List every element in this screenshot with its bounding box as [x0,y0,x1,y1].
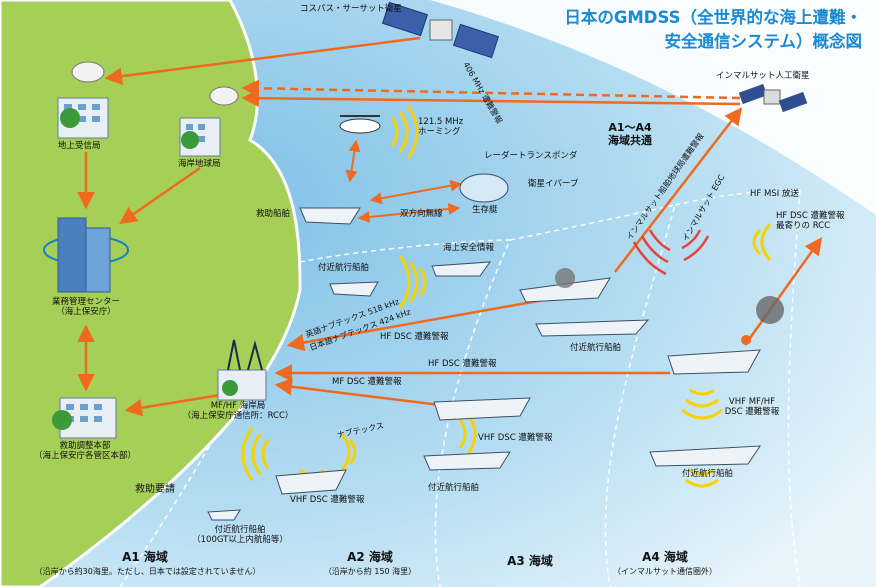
zone-a1-note: （沿岸から約30海里。ただし、日本では設定されていません） [34,567,261,576]
zone-a1-name: A1 海域 [122,550,168,564]
rescue-request-label: 救助要請 [135,484,175,495]
mission-center-name: 業務管理センター [51,297,120,307]
mfhf-station-label: MF/HF 海岸局 （海上保安庁通信所：RCC） [178,401,298,422]
title-line-1: 日本のGMDSS（全世界的な海上遭難・ [564,8,862,27]
cospas-label: コスパス・サーサット衛星 [300,4,402,14]
hf-dsc-alert-label-1: HF DSC 遭難警報 [380,332,449,342]
small-ship-icon [207,509,241,521]
nearby-ship-label-4: 付近航行船舶 [682,469,734,479]
arrow-inmarsat-to-coast [241,89,741,107]
coast-earth-station-label: 海岸地球局 [178,159,221,169]
distress-ship-icon-4 [275,469,347,495]
sky-area [430,0,876,215]
zone-a4-note: （インマルサット通信圏外） [613,567,717,576]
arrow-mf-dsc [274,378,441,407]
distress-ship-icon-3 [433,397,531,421]
rescue-ship [299,207,361,225]
nearby-ship-label-1: 付近航行船舶 [318,263,370,273]
hf-dsc-nearest-rcc: 最寄りの RCC [776,220,831,231]
radio-waves [241,105,772,489]
helicopter-freq-value: 121.5 MHz [418,117,464,127]
zone-boundary-a1 [119,259,301,587]
nearby-small-ship-sub: （100GT以上内航船等） [192,534,288,545]
land-area [0,0,302,587]
mfhf-station [217,339,267,401]
arrow-ship-lifeboat [369,179,463,205]
inmarsat-label: インマルサット人工衛星 [716,71,810,81]
inmarsat-waves [632,229,710,276]
diagram-title: 日本のGMDSS（全世界的な海上遭難・ 安全通信システム）概念図 [564,6,862,54]
maritime-safety-info-label: 海上安全情報 [443,243,495,253]
radar-transponder-label: レーダートランスポンダ [484,151,578,161]
a1a4-common-label: A1～A4 海域共通 [600,121,660,147]
helicopter-freq-label: 121.5 MHz ホーミング [418,117,464,138]
a1a4-range: A1～A4 [608,121,652,134]
zone-a2-name: A2 海域 [347,550,393,564]
arrow-hf-dsc-nearest [743,237,823,346]
smoke-icon-1 [555,268,575,288]
safety-info-ship-icon [431,261,492,277]
lifeboat-label: 生存艇 [472,205,498,215]
coast-earth-station-building [179,86,239,157]
nearby-ship-icon-1 [329,281,379,297]
vhf-mfhf-dsc: DSC 遭難警報 [724,406,780,417]
arrow-inmarsat-dashed-1 [241,79,741,100]
helicopter-homing: ホーミング [418,126,461,137]
hf-msi-label: HF MSI 放送 [750,189,799,199]
mission-center-building [43,217,129,293]
distress-ship-icon-2 [667,349,761,375]
ground-station-building [57,61,109,139]
mission-center-label: 業務管理センター （海上保安庁） [44,297,128,318]
zone-a2-note: （沿岸から約 150 海里） [323,567,417,576]
nearby-ship-icon-2 [535,319,650,337]
arrow-bidirectional [357,203,461,223]
arrow-station-to-rescue [124,393,221,417]
arrow-heli-ship [345,139,361,183]
nearby-ship-label-3: 付近航行船舶 [428,483,480,493]
rescue-ship-label: 救助船舶 [256,209,291,219]
mfhf-station-sub: （海上保安庁通信所：RCC） [182,410,294,421]
distress-ship-icon-1 [519,277,611,303]
hf-dsc-nearest-label: HF DSC 遭難警報 最寄りの RCC [776,211,845,232]
nearby-small-ship-name: 付近航行船舶 [214,525,266,535]
nearby-ship-icon-4 [649,445,761,467]
zone-a4-name: A4 海域 [642,550,688,564]
vhf-dsc-alert-label-2: VHF DSC 遭難警報 [290,495,365,505]
vhf-dsc-alert-label-1: VHF DSC 遭難警報 [478,433,553,443]
lifeboat-icon [459,173,509,203]
a1a4-common: 海域共通 [608,133,652,147]
nearby-small-ship-label: 付近航行船舶 （100GT以上内航船等） [190,525,290,546]
mf-dsc-alert-label: MF DSC 遭難警報 [332,377,402,387]
title-line-2: 安全通信システム）概念図 [664,32,862,51]
rescue-hq-sub: （海上保安庁各管区本部） [33,450,136,461]
arrow-coast-to-center [119,166,201,224]
mission-center-sub: （海上保安庁） [56,306,116,317]
hf-dsc-nearest-alert: HF DSC 遭難警報 [776,211,845,221]
arrow-cospas-to-ground [104,36,421,85]
ground-station-label: 地上受信局 [58,141,101,151]
cospas-satellite [381,1,500,59]
bidirectional-radio-label: 双方向無線 [400,209,443,219]
inmarsat-satellite [738,83,808,113]
rescue-hq-label: 救助調整本部 （海上保安庁各管区本部） [30,441,140,462]
zone-boundary-a3 [509,203,677,587]
helicopter [339,115,381,134]
hf-dsc-alert-label-2: HF DSC 遭難警報 [428,359,497,369]
fire-icon [741,335,751,345]
nearby-ship-label-2: 付近航行船舶 [570,343,622,353]
satellite-epirb-label: 衛星イパーブ [528,179,579,189]
zone-boundary-a2 [299,239,512,587]
rescue-hq-building [52,397,117,439]
zone-a3-name: A3 海域 [507,554,553,568]
mfhf-station-name: MF/HF 海岸局 [210,401,266,411]
smoke-icon-2 [756,296,784,324]
vhf-mfhf-bands: VHF MF/HF [728,397,776,407]
nearby-ship-icon-3 [423,451,511,471]
vhf-mfhf-label: VHF MF/HF DSC 遭難警報 [712,397,792,418]
zone-boundary-a4 [674,189,801,587]
rescue-hq-name: 救助調整本部 [59,441,111,451]
